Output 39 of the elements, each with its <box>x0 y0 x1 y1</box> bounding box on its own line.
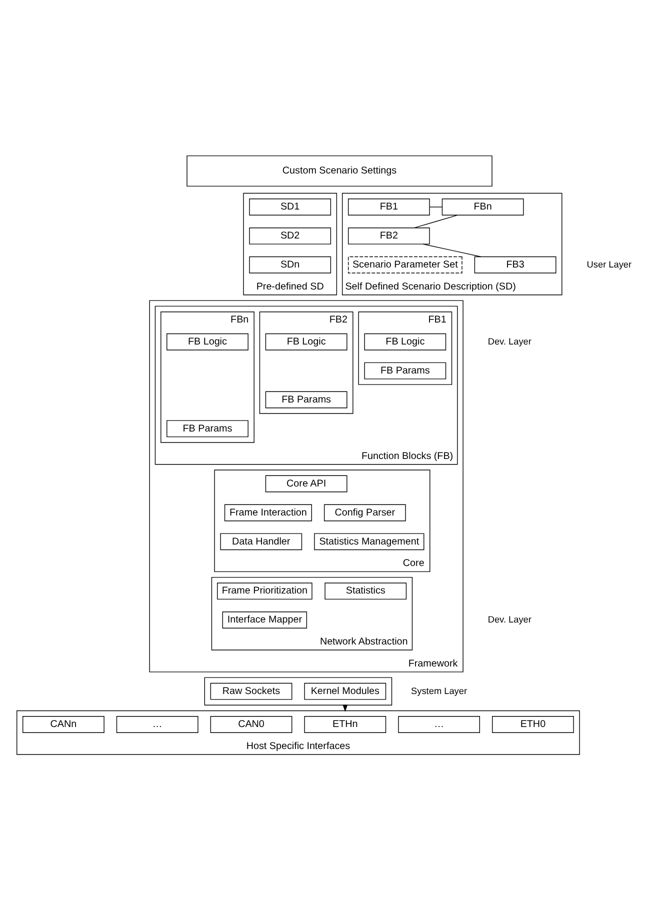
node-box: Frame Interaction <box>224 504 312 521</box>
label: System Layer <box>411 685 468 696</box>
node-box: Data Handler <box>220 532 302 550</box>
label: User Layer <box>586 258 632 269</box>
node-box: Custom Scenario Settings <box>186 154 492 186</box>
node-box: Config Parser <box>324 504 406 521</box>
node-box: Core API <box>265 474 348 492</box>
node-box: FB Params <box>265 390 348 408</box>
node-box: FB Params <box>364 362 446 379</box>
node-box: SD1 <box>249 198 332 215</box>
node-box: Interface Mapper <box>222 611 308 628</box>
node-box: CANn <box>22 716 104 732</box>
node-box: ETH0 <box>492 716 574 732</box>
node-box: FB Logic <box>166 332 248 350</box>
node-box: … <box>116 716 198 732</box>
node-box: FB1 <box>348 198 430 215</box>
node-box: Scenario Parameter Set <box>348 256 462 273</box>
connector <box>429 206 442 207</box>
node-box: SD2 <box>249 226 332 244</box>
node-box: FB Logic <box>265 332 348 350</box>
label: Dev. Layer <box>488 614 532 624</box>
connector <box>422 243 482 257</box>
node-box: ETHn <box>304 716 386 732</box>
cluster <box>204 676 392 705</box>
node-box: FBn <box>442 198 524 215</box>
node-box: Kernel Modules <box>304 682 386 700</box>
node-box: Raw Sockets <box>210 682 292 700</box>
node-box: Frame Prioritization <box>217 582 312 600</box>
node-box: Statistics <box>324 582 407 600</box>
node-box: … <box>398 716 480 732</box>
node-box: FB2 <box>348 226 430 244</box>
node-box: FB3 <box>474 256 556 273</box>
node-box: CAN0 <box>210 716 292 732</box>
label: Dev. Layer <box>488 336 532 346</box>
node-box: FB Logic <box>364 332 446 350</box>
node-box: SDn <box>249 256 332 273</box>
node-box: Statistics Management <box>314 532 424 550</box>
connector <box>414 214 458 228</box>
node-box: FB Params <box>166 420 248 437</box>
